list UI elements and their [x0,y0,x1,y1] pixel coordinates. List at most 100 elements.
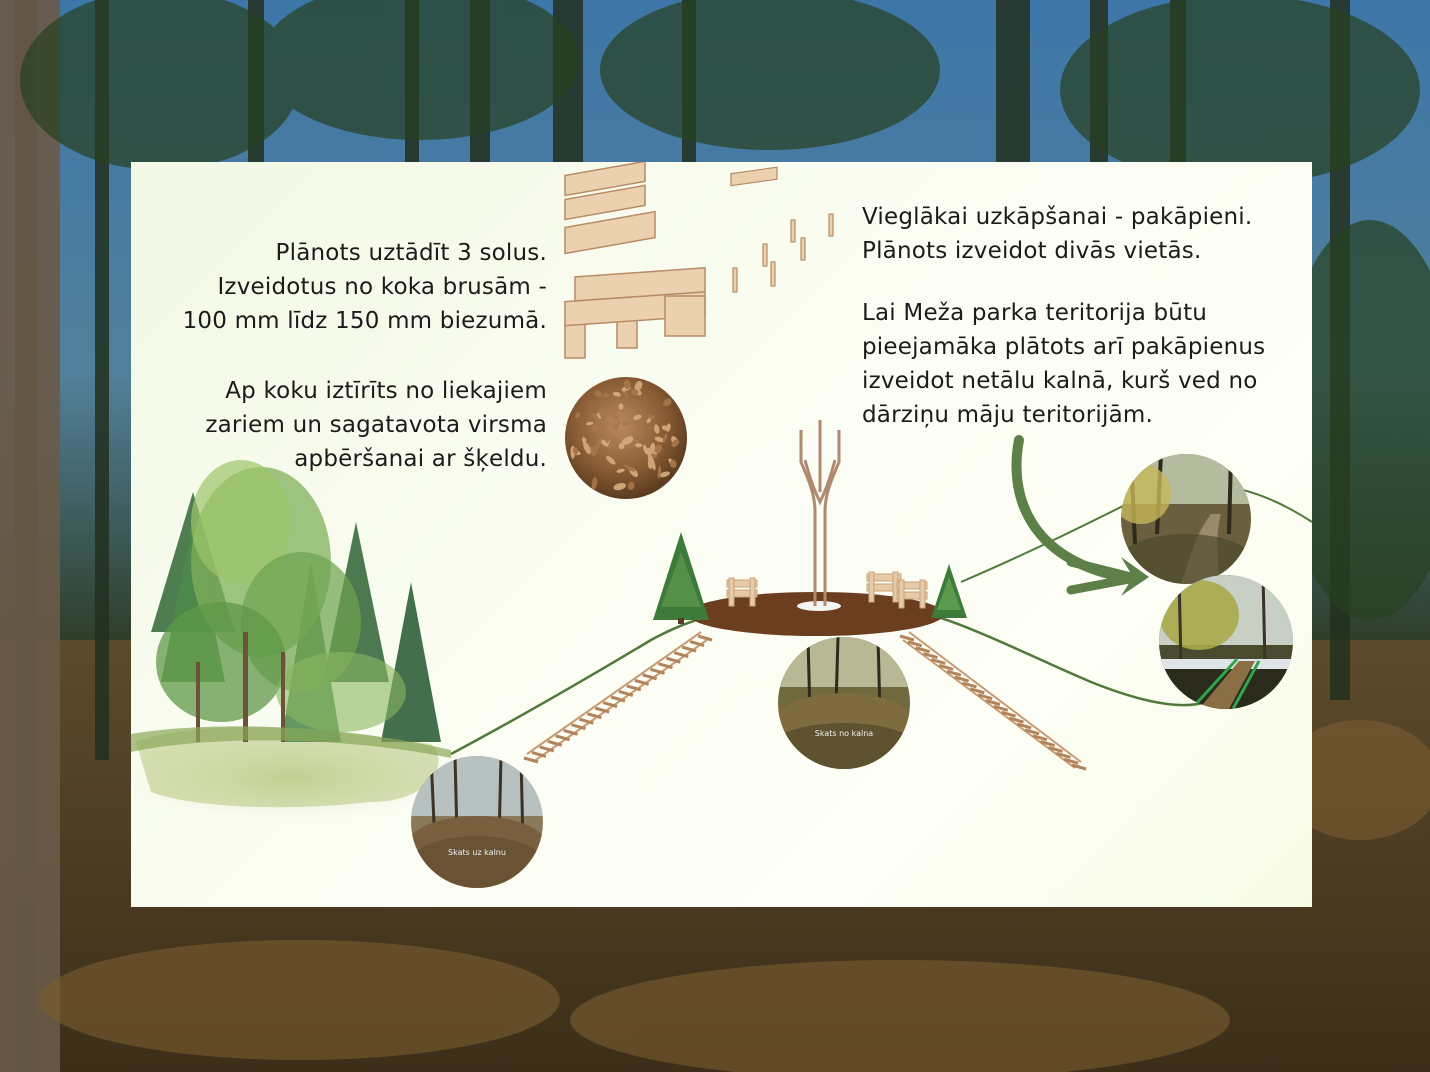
wood-chip [613,482,626,491]
stair-tread [915,646,931,654]
bench-icon [896,579,928,609]
wood-chip [633,414,642,420]
wood-chip [654,444,663,454]
wood-chip [603,393,610,398]
stair-tread [531,751,547,758]
wood-chip [631,389,639,396]
stair-tread [993,704,1009,712]
wood-chip [594,390,602,398]
photo-caption: Skats uz kalnu [448,848,506,857]
stair-tread [1040,740,1056,747]
stair-tread [923,652,938,660]
wood-chip [638,423,644,432]
hill-scene-diagram [131,162,1312,822]
wood-chip [592,425,599,433]
stair-tread [907,640,923,648]
stair-tread [1016,722,1032,730]
stair-tread [642,673,658,681]
wood-chip [635,443,643,448]
wood-chip [657,465,662,479]
plateau-center [797,601,841,611]
wood-chip [627,481,635,491]
bench-icon [726,577,758,607]
stair-tread [969,687,985,695]
stair-tread [547,739,563,747]
wood-chip [575,412,580,419]
photo-view-to-hill: Skats uz kalnu [411,756,543,888]
stair-tread [954,675,970,683]
info-board: Plānots uztādīt 3 solus. Izveidotus no k… [131,162,1312,907]
wood-chip [651,453,658,458]
stair-tread [673,651,689,659]
benches-description: Plānots uztādīt 3 solus. Izveidotus no k… [182,240,547,334]
wood-chip [671,439,680,448]
stair-tread [930,658,946,665]
right-staircase [902,631,1082,769]
accessibility-description: Lai Meža parka teritorija būtu pieejamāk… [862,300,1266,428]
wood-chip [590,445,598,456]
stair-tread [681,645,697,653]
wood-chip [607,437,616,450]
wood-chip [654,436,665,443]
wood-chip [608,408,616,416]
stair-tread [650,667,665,675]
wood-chip [634,380,643,391]
stair-tread [610,695,626,703]
wood-chip [600,439,609,447]
stair-tread [618,690,634,697]
wood-chip [666,423,671,432]
wood-chip [622,421,632,426]
wood-chip [612,421,617,431]
stair-tread [899,634,915,642]
stair-tread [1001,710,1017,718]
wood-chip [616,468,625,473]
wood-chip [662,433,668,443]
wood-chips-icon [565,377,687,499]
wood-chip [669,459,677,468]
stair-tread [571,723,586,731]
wood-chip [624,379,631,389]
stair-tread [658,662,673,670]
stair-tread [578,717,594,725]
stair-tread [539,745,555,753]
stair-tread [563,728,578,736]
photo-view-from-hill: Skats no kalna [778,637,910,769]
bench-icon [564,162,706,359]
wood-chip [595,438,602,450]
wood-chip [583,441,591,455]
stair-tread [1032,734,1048,742]
steps-icon [730,166,834,293]
stair-tread [1063,757,1079,765]
central-tree-icon [799,420,841,606]
stair-tread [665,656,681,664]
photo-path-upper [1121,454,1251,584]
wood-chip [649,442,656,453]
wood-chip [599,408,607,418]
wood-chip [624,464,636,472]
stair-tread [1024,728,1040,736]
stair-tread [1009,716,1024,724]
wood-chip [612,391,621,397]
right-stair-treads [899,634,1087,771]
tree-icon [931,564,967,618]
wood-chips-description: Ap koku iztīrīts no liekajiem zariem un … [205,378,547,472]
wood-chip [586,421,594,426]
stair-tread [602,701,618,708]
stair-tread [697,634,713,642]
wood-chip [646,417,652,424]
stair-tread [1055,751,1071,759]
stair-tread [634,678,650,686]
wood-chip [606,455,616,465]
wood-chip [647,455,654,462]
watercolor-forest [131,460,461,822]
stair-tread [594,706,610,714]
stair-tread [946,669,962,677]
wood-chip [618,403,624,410]
stair-tread [626,684,642,692]
wood-chip [621,436,634,445]
wood-chip [647,414,656,419]
wood-chip [572,447,579,455]
stair-tread [555,734,571,742]
photo-bridge [1159,575,1293,709]
stair-tread [985,699,1001,706]
